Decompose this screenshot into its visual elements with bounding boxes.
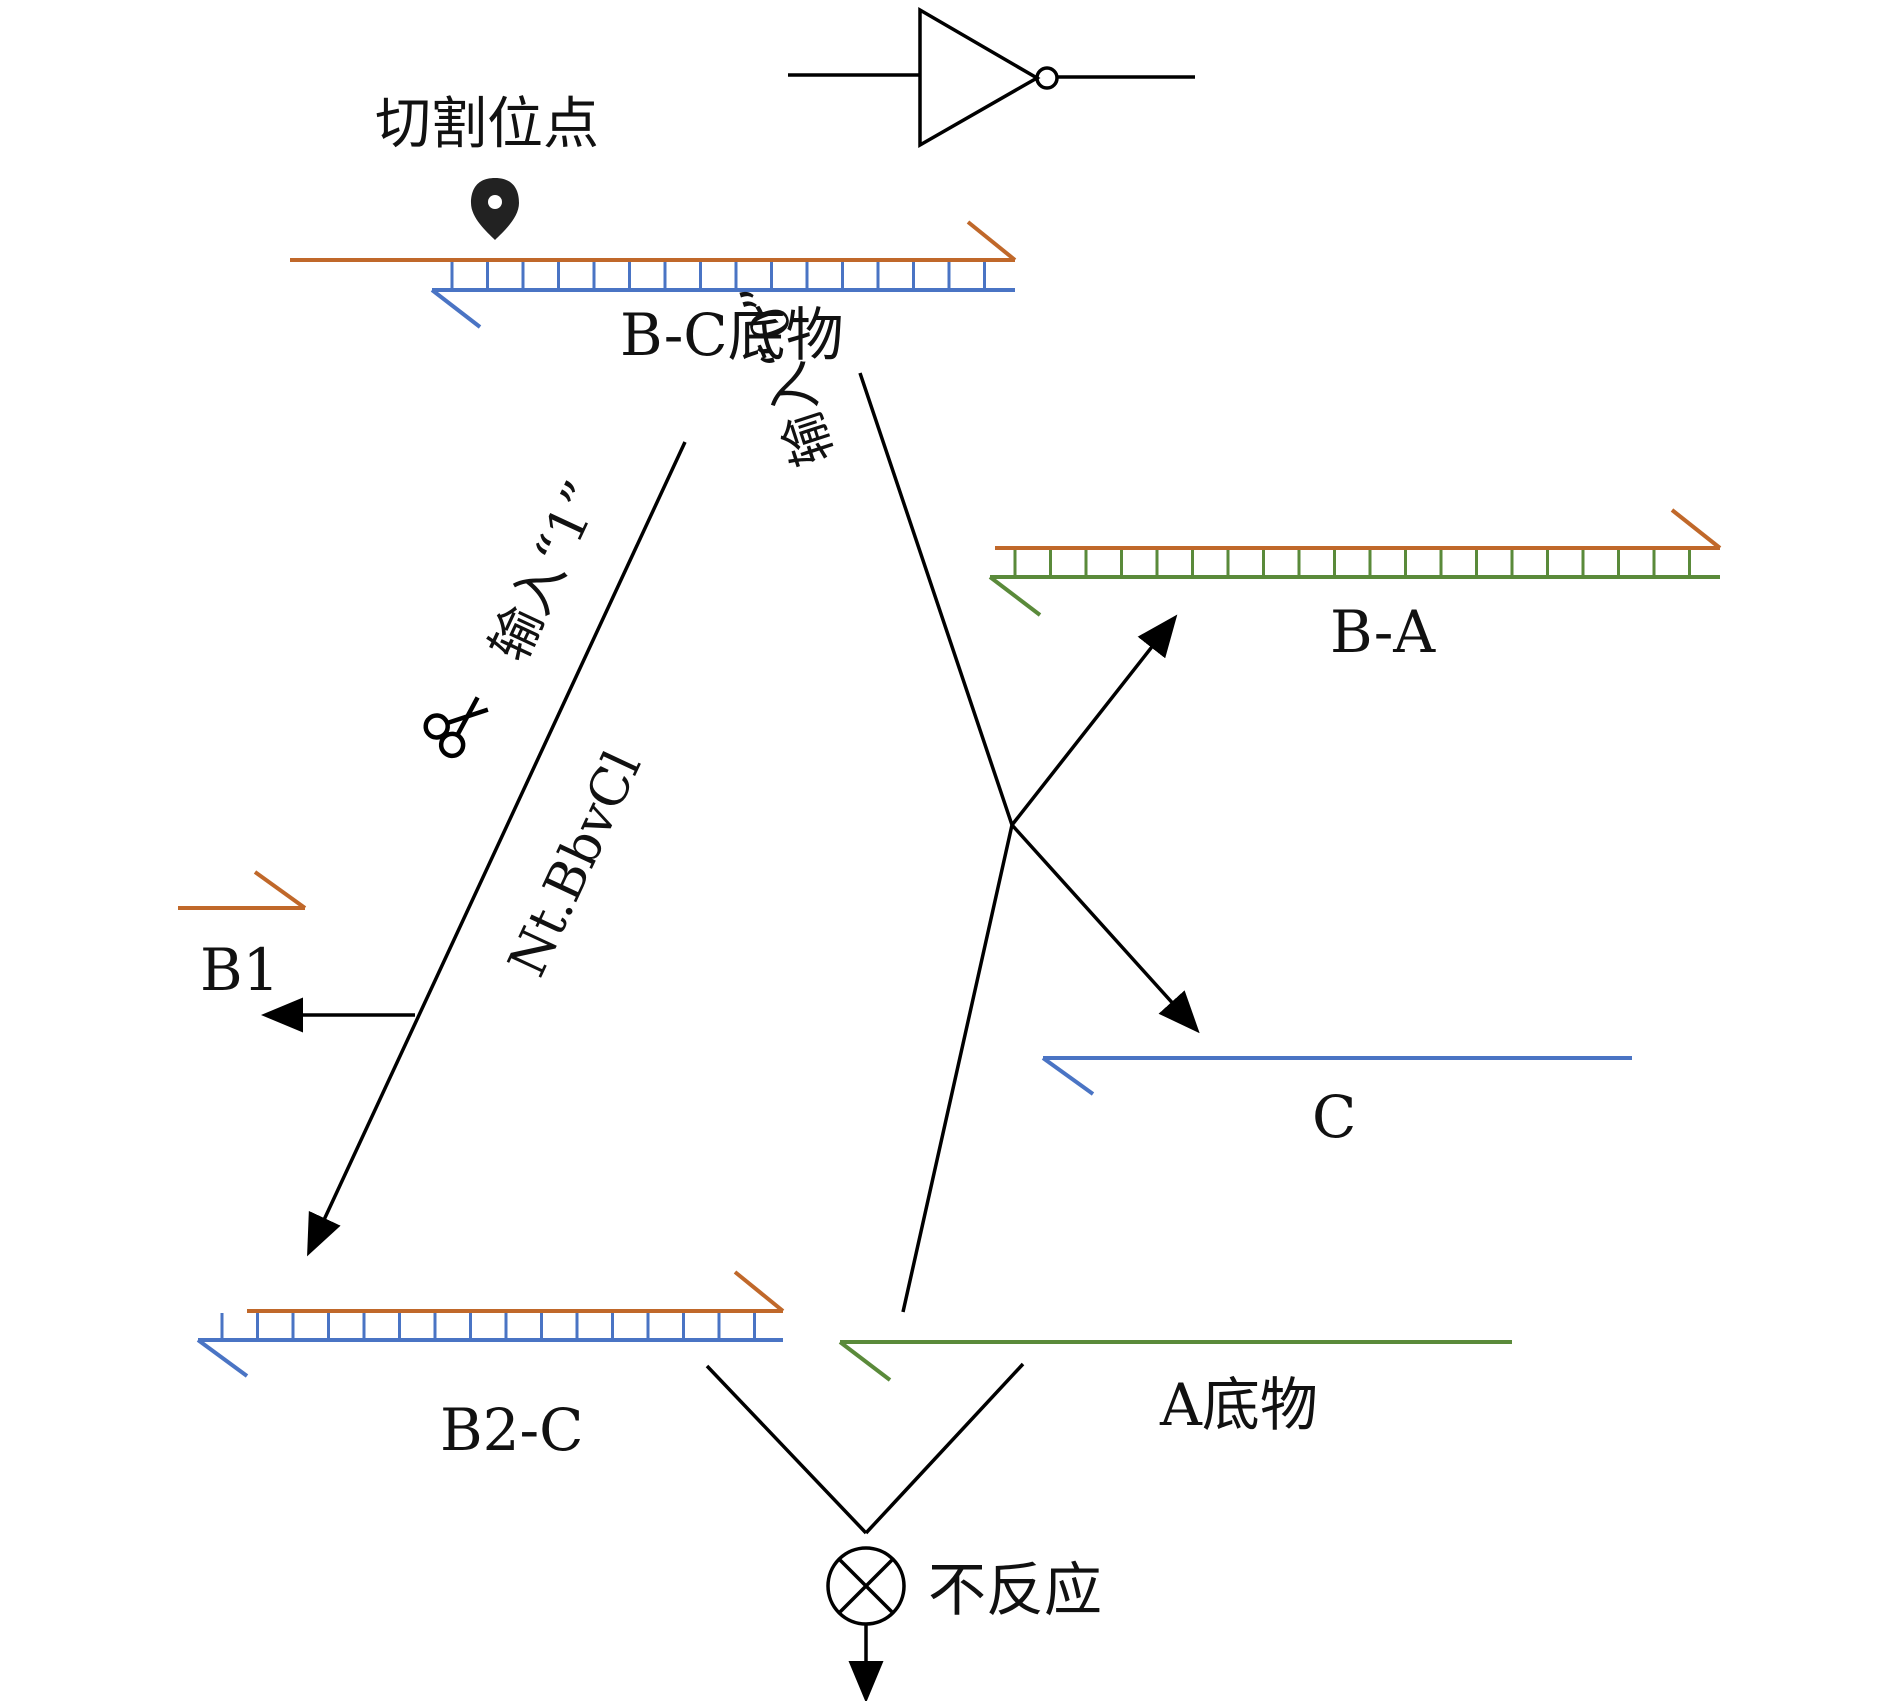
cut-site-label: 切割位点 [375, 92, 599, 157]
ba-duplex [988, 508, 1722, 617]
no-reaction-label: 不反应 [928, 1556, 1102, 1624]
bc-top-strand [290, 220, 1017, 262]
a-substrate-line [901, 824, 1014, 1313]
b2c-to-no-reaction-line [705, 1364, 868, 1535]
b2c-duplex [196, 1270, 785, 1378]
ba-top-strand [995, 508, 1722, 550]
c-strand [1041, 1056, 1632, 1096]
b1-strand [178, 870, 307, 910]
b2c-bottom-strand [196, 1313, 783, 1378]
bc-substrate-duplex [290, 220, 1017, 329]
b2c-label: B2-C [440, 1396, 584, 1464]
input-zero-line [858, 372, 1014, 826]
bc-bottom-strand [430, 262, 1015, 329]
enzyme-label: Nt.BbvCl [497, 742, 653, 985]
ba-bottom-strand [988, 550, 1720, 617]
map-pin-icon [471, 178, 519, 240]
a-substrate-label: A底物 [1159, 1371, 1318, 1439]
c-label: C [1312, 1083, 1356, 1151]
ba-label: B-A [1330, 598, 1436, 666]
input-one-arrow [307, 441, 687, 1257]
scissors-icon [423, 696, 489, 759]
a-substrate-strand [838, 1340, 1512, 1382]
bc-substrate-label: B-C底物 [620, 301, 844, 369]
c-product-arrow [1010, 823, 1200, 1034]
b2c-top-strand [247, 1270, 785, 1313]
ba-base-pairs [1013, 550, 1691, 577]
b1-label: B1 [200, 936, 280, 1004]
circled-x-icon [826, 1546, 906, 1626]
not-gate-icon [788, 6, 1195, 149]
b2c-base-pairs [220, 1313, 756, 1340]
bc-base-pairs [450, 262, 986, 290]
a-to-no-reaction-line [864, 1362, 1025, 1535]
ba-product-arrow [1010, 614, 1178, 827]
